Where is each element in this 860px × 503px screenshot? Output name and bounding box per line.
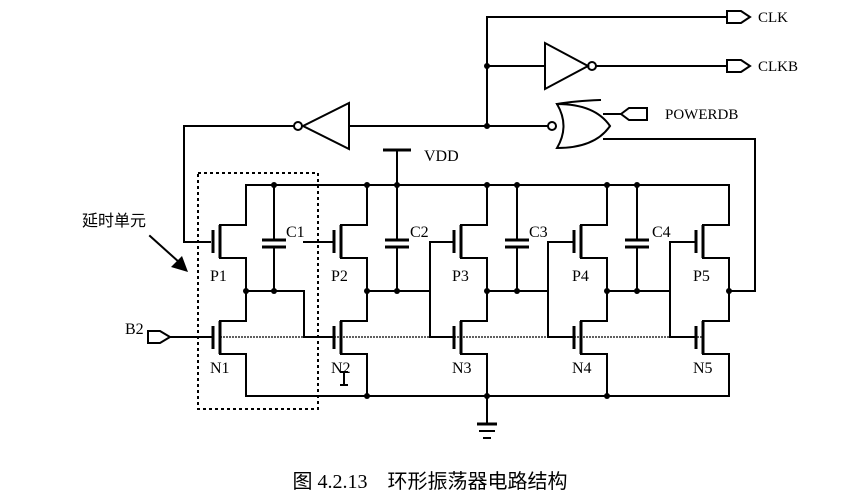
vdd-label: VDD	[424, 148, 459, 165]
nmos-label-n4: N4	[572, 360, 592, 377]
capacitor-label-c2: C2	[410, 224, 429, 241]
clock-output-network	[484, 16, 728, 129]
nmos-label-n2: N2	[331, 360, 351, 377]
pmos-label-p5: P5	[693, 268, 710, 285]
nmos-label-n5: N5	[693, 360, 713, 377]
figure-caption: 图 4.2.13 环形振荡器电路结构	[293, 470, 568, 493]
powerdb-port: POWERDB	[619, 107, 738, 123]
nmos-label-n1: N1	[210, 360, 230, 377]
delay-unit-box	[197, 172, 319, 410]
capacitor-label-c3: C3	[529, 224, 548, 241]
feedback-inverter	[293, 101, 350, 151]
component-labels: C1 C2 C3 C4 P1 P2 P3 P4 P5 N1 N2 N3 N4 N…	[82, 212, 713, 377]
capacitor-label-c1: C1	[286, 224, 305, 241]
nmos-label-n3: N3	[452, 360, 472, 377]
clkb-label: CLKB	[758, 59, 798, 75]
ground	[245, 393, 730, 439]
delay-unit-label: 延时单元	[82, 212, 146, 230]
b2-bias-line: B2	[125, 321, 703, 344]
b2-label: B2	[125, 321, 144, 338]
pmos-label-p1: P1	[210, 268, 227, 285]
transistor-stages	[183, 184, 730, 397]
clkb-inverter	[544, 41, 597, 91]
clkb-port: CLKB	[726, 59, 798, 75]
capacitor-network	[243, 184, 732, 294]
pmos-label-p3: P3	[452, 268, 469, 285]
pmos-label-p4: P4	[572, 268, 589, 285]
powerdb-label: POWERDB	[665, 107, 738, 123]
clk-label: CLK	[758, 10, 788, 26]
delay-unit-arrow	[148, 234, 188, 272]
capacitor-label-c4: C4	[652, 224, 671, 241]
stage-1	[183, 184, 247, 397]
nor-gate	[547, 98, 756, 292]
text-cursor-icon	[340, 371, 348, 386]
clk-port: CLK	[726, 10, 788, 26]
vdd-supply: VDD	[383, 148, 459, 186]
pmos-label-p2: P2	[331, 268, 348, 285]
